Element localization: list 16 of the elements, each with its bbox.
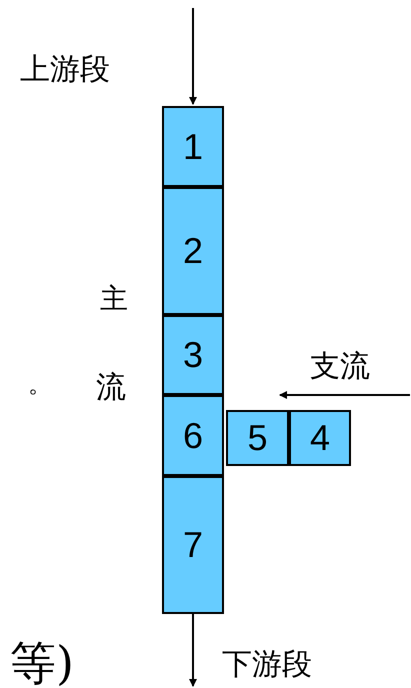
text-fragment: 等) <box>10 640 74 686</box>
tributary-label: 支流 <box>310 352 370 382</box>
arrow <box>189 614 197 687</box>
segment-box: 7 <box>162 476 224 614</box>
flow-label: 流 <box>96 373 126 403</box>
section-label: 下游段 <box>222 650 312 680</box>
section-label: 上游段 <box>20 55 110 85</box>
punctuation-mark: 。 <box>28 372 52 396</box>
flow-label: 主 <box>100 285 128 313</box>
segment-box: 5 <box>226 410 289 466</box>
arrow <box>189 8 197 105</box>
segment-box: 6 <box>162 395 224 476</box>
segment-box: 4 <box>289 410 351 466</box>
segment-box: 3 <box>162 315 224 395</box>
segment-box: 2 <box>162 187 224 315</box>
segment-box: 1 <box>162 106 224 187</box>
